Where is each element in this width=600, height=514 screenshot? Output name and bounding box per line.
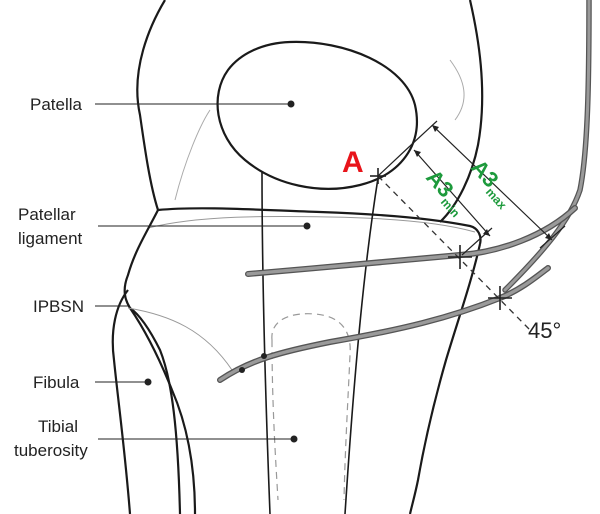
femur-outline bbox=[136, 0, 484, 223]
angle-label: 45° bbox=[528, 318, 561, 343]
a3-max-arrow-end bbox=[545, 233, 552, 240]
nerve-branch-lower bbox=[217, 265, 551, 383]
nerve-trunk-inner bbox=[503, 0, 591, 292]
nerve-branch-lower-inner bbox=[218, 266, 550, 382]
a3-max-dimension-line bbox=[431, 124, 553, 241]
cross-marker-lower bbox=[488, 286, 512, 310]
patella-outline bbox=[216, 40, 418, 190]
a3-min-arrow-end bbox=[483, 229, 490, 236]
patellar-ligament bbox=[261, 171, 379, 514]
angle-reference-dashed-line bbox=[377, 175, 531, 331]
tibia-outline bbox=[123, 209, 482, 514]
svg-text:A3min: A3min bbox=[419, 165, 473, 220]
label-patellar-ligament-line2: ligament bbox=[18, 229, 83, 248]
a3-max-arrow-start bbox=[432, 125, 439, 132]
a3-min-arrow-start bbox=[414, 150, 421, 157]
patellar-ligament-leader-dot bbox=[303, 222, 311, 230]
label-fibula: Fibula bbox=[33, 373, 80, 392]
a3-max-main: A3 bbox=[466, 155, 503, 193]
a3-min-extension-line bbox=[377, 145, 411, 177]
label-ipbsn: IPBSN bbox=[33, 297, 84, 316]
label-tibial-tuberosity-line2: tuberosity bbox=[14, 441, 88, 460]
cross-marker-upper bbox=[448, 245, 472, 269]
label-tibial-tuberosity-line1: Tibial bbox=[38, 417, 78, 436]
a3-max-end-tick bbox=[539, 225, 566, 249]
tibial-tuberosity-leader-dot bbox=[290, 435, 298, 443]
label-patella: Patella bbox=[30, 95, 83, 114]
tibial-plateau-inner bbox=[147, 215, 476, 233]
fibula-leader-dot bbox=[144, 378, 152, 386]
fibula-outline bbox=[111, 289, 182, 514]
patella-leader-dot bbox=[287, 100, 295, 108]
ipbsn-pointer-curve bbox=[127, 307, 233, 371]
cross-marker-a bbox=[370, 168, 386, 184]
a3-min-main: A3 bbox=[421, 165, 458, 203]
label-patellar-ligament-line1: Patellar bbox=[18, 205, 76, 224]
a3-min-dimension-line bbox=[413, 149, 491, 237]
a3-min-label: A3min bbox=[419, 165, 473, 220]
ipbsn-crossing-dot-lower bbox=[239, 367, 245, 373]
femur-inner-line bbox=[174, 59, 465, 201]
ipbsn-crossing-dot bbox=[261, 353, 267, 359]
point-a-label: A bbox=[342, 146, 364, 179]
nerve-branch-upper-inner bbox=[246, 206, 577, 276]
